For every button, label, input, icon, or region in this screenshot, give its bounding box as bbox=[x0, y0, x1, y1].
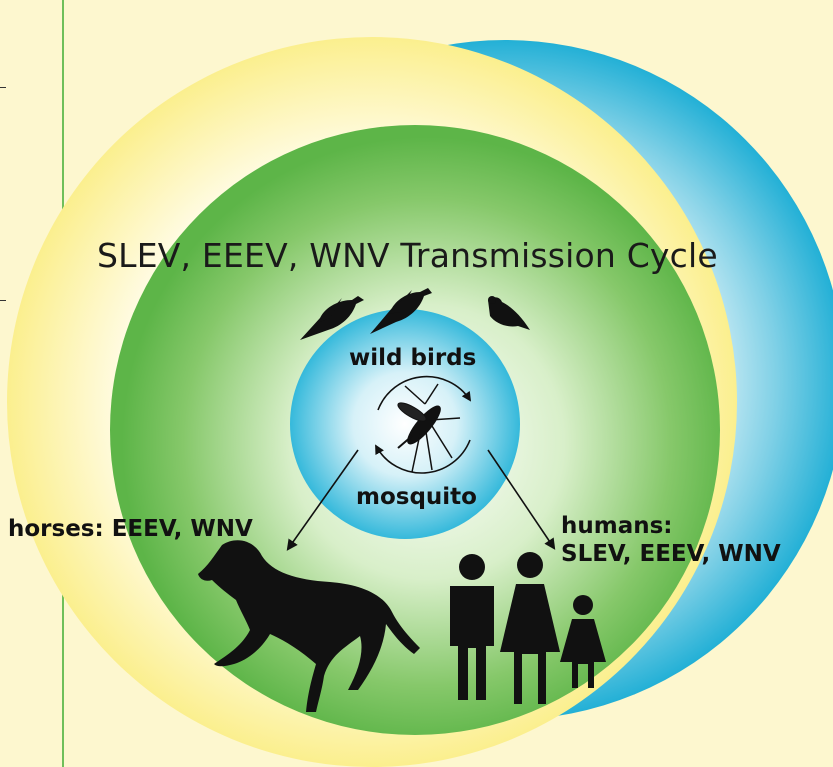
mosquito-label: mosquito bbox=[356, 484, 477, 510]
humans-label-line2: SLEV, EEEV, WNV bbox=[561, 541, 781, 567]
arrow-to-humans bbox=[487, 449, 556, 550]
bird-icon bbox=[488, 296, 530, 330]
inner-blue-circle bbox=[290, 309, 520, 539]
mosquito-icon bbox=[397, 383, 461, 473]
child-icon bbox=[560, 595, 606, 688]
man-icon bbox=[450, 554, 494, 700]
woman-icon bbox=[500, 552, 560, 704]
bird-icon bbox=[300, 296, 364, 340]
bird-icon bbox=[370, 288, 432, 334]
cycle-arrows-icon bbox=[375, 375, 472, 474]
edge-mark bbox=[0, 300, 6, 301]
wild-birds-label: wild birds bbox=[349, 345, 477, 371]
diagram-title: SLEV, EEEV, WNV Transmission Cycle bbox=[97, 236, 718, 275]
humans-label-line1: humans: bbox=[561, 513, 673, 539]
humans-label: humans: SLEV, EEEV, WNV bbox=[561, 512, 781, 568]
edge-mark bbox=[0, 87, 6, 88]
horses-label: horses: EEEV, WNV bbox=[8, 516, 253, 542]
horse-icon bbox=[198, 540, 420, 712]
arrow-to-horses bbox=[286, 449, 359, 551]
